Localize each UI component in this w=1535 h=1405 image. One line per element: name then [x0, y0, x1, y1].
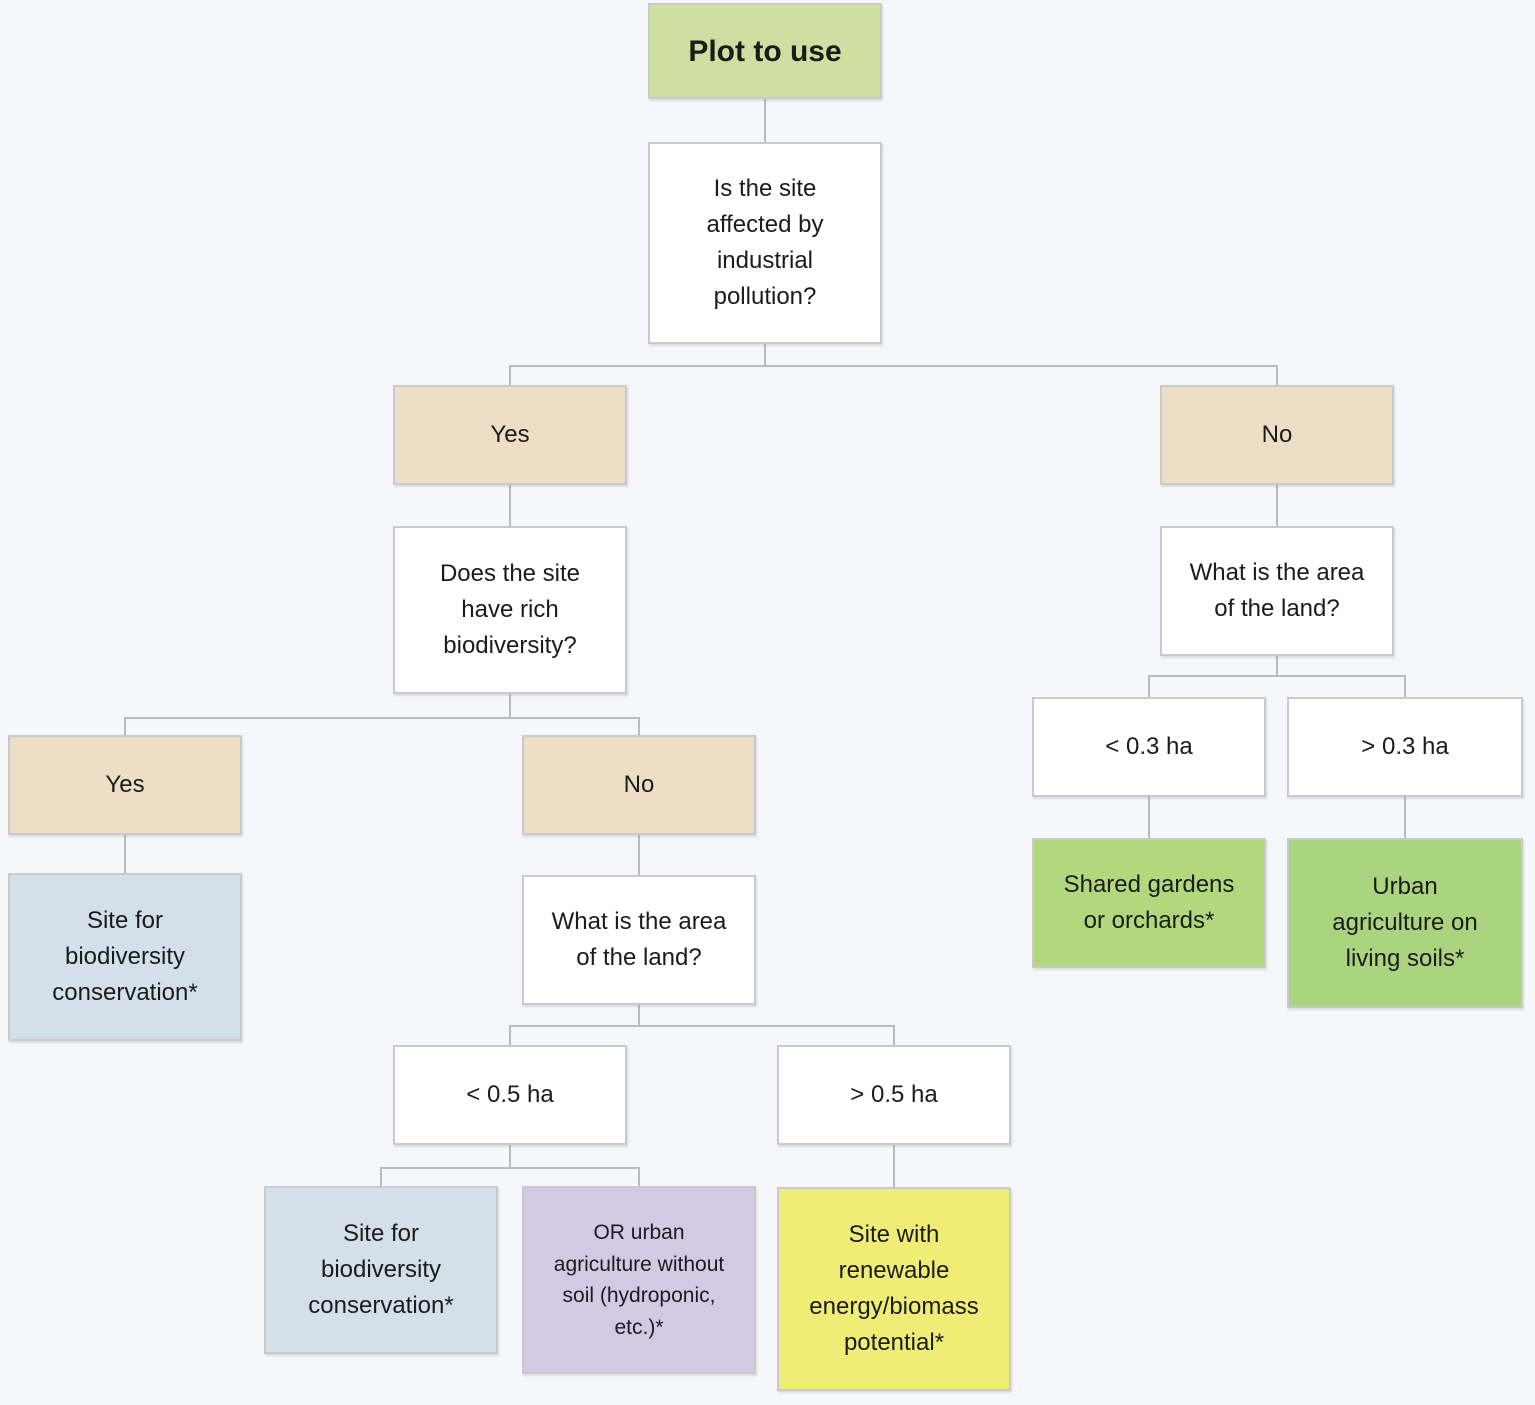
node-yes-biodiversity: Yes	[8, 735, 242, 835]
node-urban-agriculture-living-soils: Urban agriculture on living soils*	[1287, 838, 1523, 1008]
node-lt-05-ha: < 0.5 ha	[393, 1045, 627, 1145]
node-q-land-area-right: What is the area of the land?	[1160, 526, 1394, 656]
node-q-industrial-pollution: Is the site affected by industrial pollu…	[648, 142, 882, 344]
connector-line	[1404, 675, 1406, 697]
connector-line	[380, 1167, 640, 1169]
connector-line	[638, 717, 640, 735]
node-plot-to-use: Plot to use	[648, 3, 882, 99]
connector-line	[893, 1025, 895, 1045]
connector-line	[638, 1167, 640, 1186]
connector-line	[1148, 675, 1406, 677]
connector-line	[1276, 485, 1278, 526]
connector-line	[638, 835, 640, 875]
connector-line	[380, 1167, 382, 1186]
node-site-biodiversity-conservation-2: Site for biodiversity conservation*	[264, 1186, 498, 1354]
node-no-pollution: No	[1160, 385, 1394, 485]
connector-line	[1148, 675, 1150, 697]
connector-line	[764, 99, 766, 142]
connector-line	[1276, 365, 1278, 385]
node-q-land-area-mid: What is the area of the land?	[522, 875, 756, 1005]
node-yes-pollution: Yes	[393, 385, 627, 485]
connector-line	[1148, 797, 1150, 838]
connector-line	[124, 717, 126, 735]
connector-line	[893, 1145, 895, 1187]
connector-line	[1404, 797, 1406, 838]
connector-line	[638, 1005, 640, 1025]
node-gt-03-ha: > 0.3 ha	[1287, 697, 1523, 797]
node-no-biodiversity: No	[522, 735, 756, 835]
connector-line	[509, 365, 511, 385]
connector-line	[509, 1025, 895, 1027]
connector-line	[124, 717, 640, 719]
connector-line	[124, 835, 126, 873]
connector-line	[509, 365, 1278, 367]
node-shared-gardens-orchards: Shared gardens or orchards*	[1032, 838, 1266, 968]
node-site-biodiversity-conservation-1: Site for biodiversity conservation*	[8, 873, 242, 1041]
connector-line	[509, 485, 511, 526]
connector-line	[764, 344, 766, 365]
node-lt-03-ha: < 0.3 ha	[1032, 697, 1266, 797]
node-urban-agriculture-without-soil: OR urban agriculture without soil (hydro…	[522, 1186, 756, 1374]
node-renewable-energy-biomass: Site with renewable energy/biomass poten…	[777, 1187, 1011, 1391]
node-q-rich-biodiversity: Does the site have rich biodiversity?	[393, 526, 627, 694]
connector-line	[509, 694, 511, 717]
connector-line	[1276, 656, 1278, 675]
node-gt-05-ha: > 0.5 ha	[777, 1045, 1011, 1145]
connector-line	[509, 1145, 511, 1167]
connector-line	[509, 1025, 511, 1045]
